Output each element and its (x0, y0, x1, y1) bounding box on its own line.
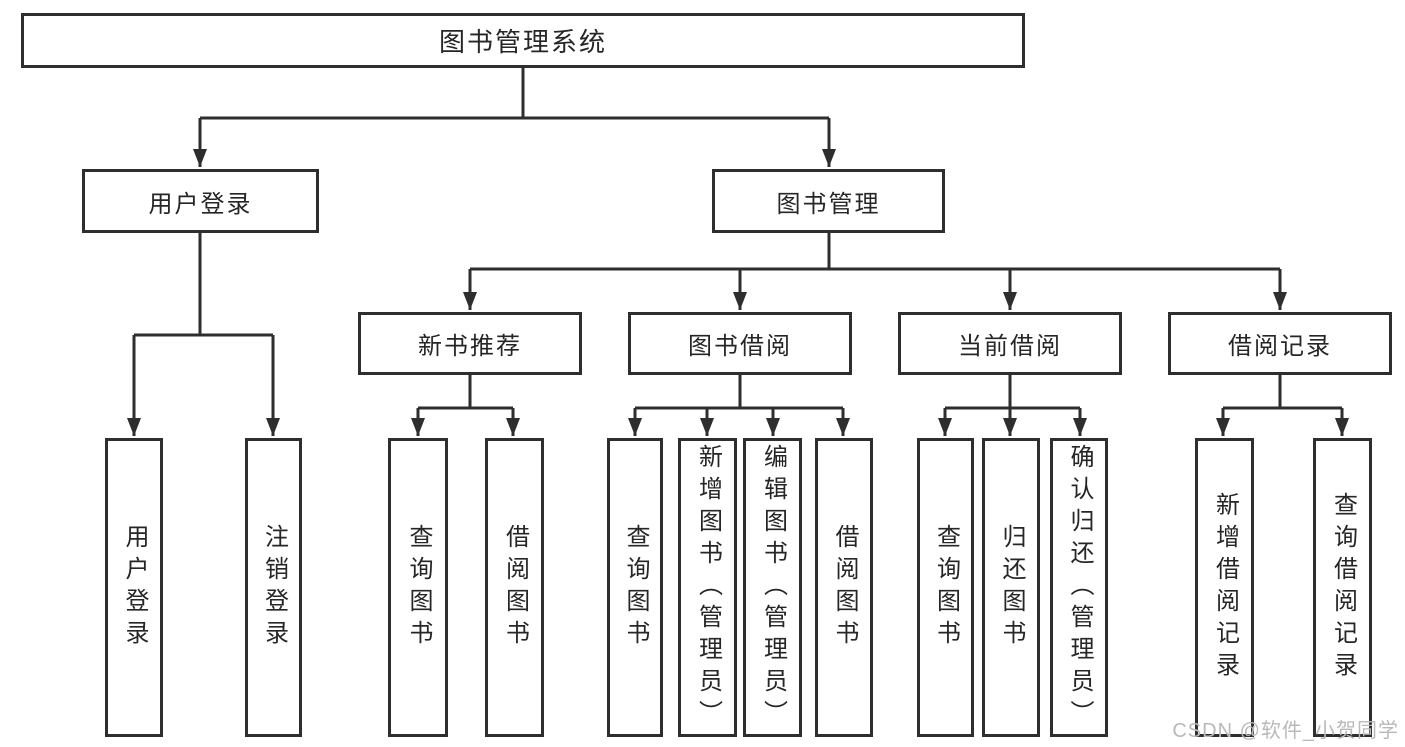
node-borrowing-records: 借阅记录 (1168, 312, 1392, 375)
leaf-confirm-return-admin: 确认归还（管理员） (1050, 438, 1108, 737)
leaf-add-borrow-record: 新增借阅记录 (1195, 438, 1254, 737)
leaf-borrow-books-borrowing: 借阅图书 (815, 438, 873, 737)
leaf-query-books-borrowing: 查询图书 (607, 438, 663, 737)
leaf-query-books-recommend: 查询图书 (388, 438, 448, 737)
node-root-system: 图书管理系统 (21, 13, 1025, 68)
node-book-management: 图书管理 (712, 169, 945, 233)
leaf-add-book-admin: 新增图书（管理员） (678, 438, 737, 737)
node-user-login: 用户登录 (82, 169, 319, 233)
node-new-book-recommend: 新书推荐 (358, 312, 582, 375)
watermark: CSDN @软件_小贺同学 (1172, 720, 1399, 742)
node-current-borrowing: 当前借阅 (898, 312, 1122, 375)
leaf-query-books-current: 查询图书 (917, 438, 974, 737)
leaf-logout: 注销登录 (245, 438, 302, 737)
node-book-borrowing: 图书借阅 (628, 312, 852, 375)
leaf-return-books: 归还图书 (982, 438, 1040, 737)
leaf-edit-book-admin: 编辑图书（管理员） (743, 438, 802, 737)
leaf-query-borrow-record: 查询借阅记录 (1313, 438, 1372, 737)
leaf-user-login: 用户登录 (105, 438, 163, 737)
leaf-borrow-books-recommend: 借阅图书 (485, 438, 544, 737)
